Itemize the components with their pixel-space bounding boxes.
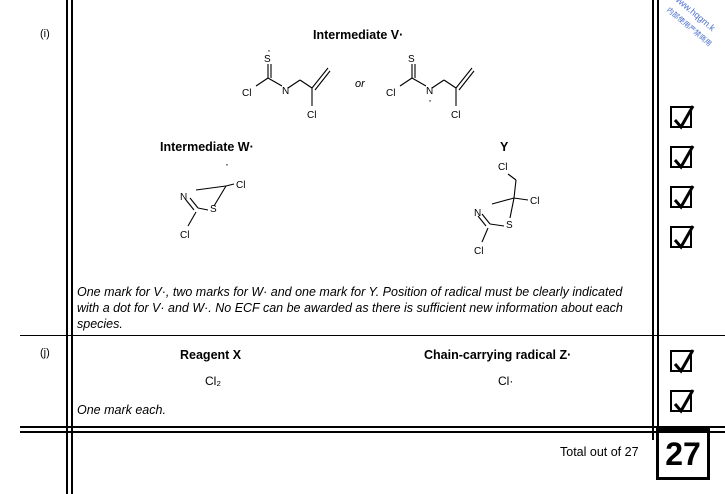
intermediate-v-structure-1: Cl S · N Cl [242, 46, 331, 121]
or-text: or [355, 78, 365, 90]
row-divider-j-bottom-2 [20, 431, 725, 433]
y-atom-s: S [506, 220, 513, 231]
part-j-mark-scheme-note: One mark each. [77, 403, 166, 417]
v2-atom-cl-left: Cl [386, 88, 395, 99]
check-box-icon [670, 349, 695, 374]
y-atom-cl-bottom: Cl [474, 246, 483, 257]
part-i-mark-scheme-note: One mark for V·, two marks for W· and on… [77, 285, 623, 331]
check-box-icon [670, 225, 695, 250]
reagent-x-value: Cl₂ [205, 374, 221, 388]
v1-radical-dot-1: · [267, 46, 271, 57]
check-box-icon [670, 105, 695, 130]
intermediate-v-heading: Intermediate V· [313, 28, 404, 42]
y-atom-cl-top: Cl [498, 162, 507, 173]
intermediate-v-structure-2: Cl S N · Cl [386, 54, 475, 121]
total-score-box: 27 [656, 428, 710, 480]
y-heading: Y [500, 140, 509, 154]
corner-watermark: www.hqgm.k 内部使用严禁商用 [651, 0, 725, 54]
v2-atom-n: N [426, 86, 433, 97]
y-atom-cl-right: Cl [530, 196, 539, 207]
w-atom-n: N [180, 192, 187, 203]
v2-atom-s: S [408, 54, 415, 65]
intermediate-w-structure: · Cl N S Cl [180, 158, 245, 241]
check-box-icon [670, 185, 695, 210]
w-atom-cl-bottom: Cl [180, 230, 189, 241]
chain-radical-z-heading: Chain-carrying radical Z· [424, 348, 572, 362]
y-structure: Cl Cl N S Cl [474, 162, 539, 257]
left-border-outer [66, 0, 68, 494]
intermediate-w-heading: Intermediate W· [160, 140, 254, 154]
y-atom-n: N [474, 208, 481, 219]
right-border-outer [657, 0, 659, 440]
v2-radical-dot: · [428, 93, 432, 107]
reagent-x-heading: Reagent X [180, 348, 242, 362]
v2-atom-cl-bottom: Cl [451, 110, 460, 121]
check-box-icon [670, 145, 695, 170]
w-atom-s: S [210, 204, 217, 215]
w-radical-dot: · [225, 158, 229, 171]
v1-atom-cl-bottom: Cl [307, 110, 316, 121]
w-atom-cl-right: Cl [236, 180, 245, 191]
left-border-inner [71, 0, 73, 494]
chain-radical-z-value: Cl· [498, 374, 514, 388]
row-divider-ij [20, 335, 725, 336]
part-i-label: (i) [40, 28, 50, 40]
v1-atom-s: S [264, 54, 271, 65]
total-score: 27 [665, 436, 701, 472]
v1-atom-n: N [282, 86, 289, 97]
row-divider-j-bottom-1 [20, 426, 725, 428]
v1-atom-cl-left: Cl [242, 88, 251, 99]
part-j-label: (j) [40, 347, 50, 359]
right-border-inner [652, 0, 654, 440]
check-box-icon [670, 389, 695, 414]
total-label: Total out of 27 [560, 445, 639, 459]
